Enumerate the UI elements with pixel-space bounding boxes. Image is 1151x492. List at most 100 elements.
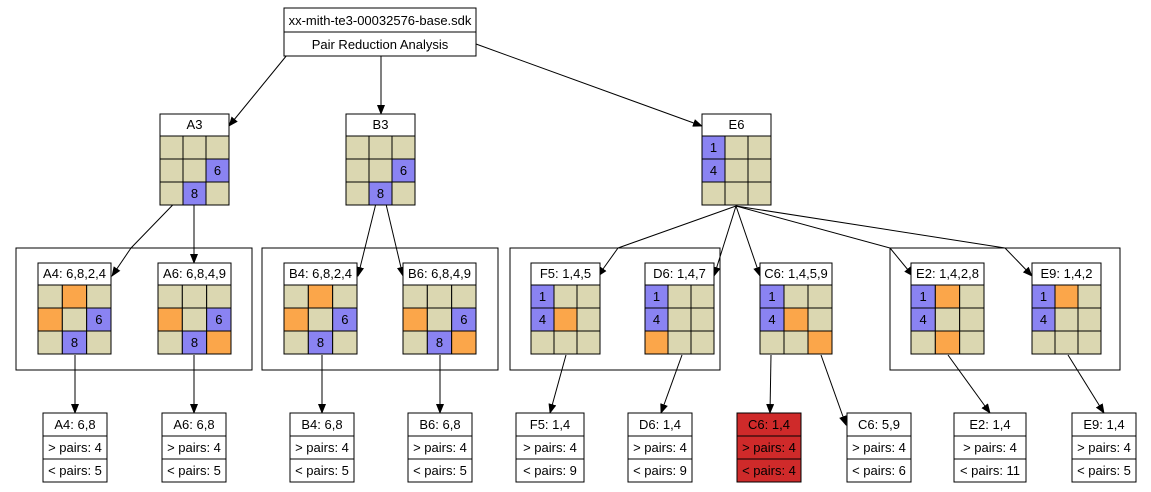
grid-cell — [205, 135, 230, 160]
grid-cell — [181, 307, 208, 332]
result-less-pairs: < pairs: 11 — [960, 463, 1020, 478]
result-node-ra4: A4: 6,8> pairs: 4< pairs: 5 — [42, 412, 108, 483]
result-less-pairs: < pairs: 5 — [167, 463, 221, 478]
edge-line — [660, 354, 683, 414]
grid-cell — [426, 307, 453, 332]
grid-cell — [368, 135, 393, 160]
edge-line — [735, 205, 1006, 249]
result-title: B6: 6,8 — [419, 417, 460, 432]
result-node-rb4: B4: 6,8> pairs: 4< pairs: 5 — [289, 412, 355, 483]
result-row — [736, 458, 802, 483]
result-row — [515, 458, 585, 483]
grid-cell — [959, 307, 985, 332]
cluster-c — [509, 247, 721, 371]
result-title: C6: 1,4 — [748, 417, 790, 432]
result-greater-pairs: > pairs: 4 — [742, 440, 796, 455]
grid-cell — [724, 181, 749, 206]
grid-cell — [332, 330, 358, 355]
grid-cell — [690, 284, 715, 309]
grid-cell — [690, 330, 715, 355]
grid-cell — [747, 181, 772, 206]
result-greater-pairs: > pairs: 4 — [852, 440, 906, 455]
grid-node-e9: E9: 1,4,214 — [1031, 262, 1102, 355]
grid-cell — [724, 158, 749, 183]
grid-cell-digit: 8 — [71, 335, 78, 350]
result-row — [846, 458, 912, 483]
result-row — [1071, 458, 1137, 483]
grid-cell-digit: 1 — [1040, 289, 1047, 304]
grid-cell — [345, 158, 370, 183]
result-node-rb6: B6: 6,8> pairs: 4< pairs: 5 — [407, 412, 473, 483]
result-less-pairs: < pairs: 5 — [48, 463, 102, 478]
grid-cell-digit: 1 — [710, 140, 717, 155]
grid-node-label: E6 — [729, 117, 745, 132]
grid-cell-digit: 6 — [95, 312, 102, 327]
result-greater-pairs: > pairs: 4 — [1077, 440, 1131, 455]
grid-cell — [667, 330, 692, 355]
grid-cell — [307, 284, 334, 309]
grid-cell — [1077, 307, 1102, 332]
grid-cell-digit: 4 — [653, 312, 660, 327]
grid-cell — [206, 284, 232, 309]
edge-line — [820, 354, 847, 426]
grid-cell — [553, 307, 578, 332]
edge-line — [1004, 247, 1033, 277]
grid-node-label: F5: 1,4,5 — [540, 266, 591, 281]
grid-cell — [402, 307, 428, 332]
edge-line — [735, 205, 891, 249]
grid-cell — [182, 135, 207, 160]
grid-cell — [934, 330, 961, 355]
result-greater-pairs: > pairs: 4 — [523, 440, 577, 455]
grid-cell — [159, 135, 184, 160]
grid-node-label: E2: 1,4,2,8 — [916, 266, 979, 281]
grid-cell-digit: 1 — [539, 289, 546, 304]
grid-node-label: A4: 6,8,2,4 — [43, 266, 106, 281]
grid-node-f5: F5: 1,4,5 1 4 — [530, 262, 601, 355]
grid-cell — [576, 330, 601, 355]
grid-cell — [1054, 330, 1079, 355]
result-node-rc6b: C6: 5,9 > pairs: 4 < pairs: 6 — [846, 412, 912, 483]
grid-cell — [283, 330, 309, 355]
result-greater-pairs: > pairs: 4 — [48, 440, 102, 455]
cluster-b — [261, 247, 499, 371]
result-title: B4: 6,8 — [301, 417, 342, 432]
grid-cell — [690, 307, 715, 332]
result-title: D6: 1,4 — [639, 417, 681, 432]
root-subtitle: Pair Reduction Analysis — [312, 37, 449, 52]
grid-cell — [959, 284, 985, 309]
result-less-pairs: < pairs: 6 — [852, 463, 906, 478]
grid-cell — [159, 181, 184, 206]
grid-cell-digit: 6 — [460, 312, 467, 327]
grid-cell — [783, 330, 809, 355]
grid-cell — [345, 181, 370, 206]
grid-cell — [553, 284, 578, 309]
grid-cell — [1031, 330, 1056, 355]
result-greater-pairs: > pairs: 4 — [413, 440, 467, 455]
grid-cell — [783, 284, 809, 309]
grid-cell — [959, 330, 985, 355]
result-title: C6: 5,9 — [858, 417, 900, 432]
grid-node-label: A3 — [187, 117, 203, 132]
grid-cell — [934, 307, 961, 332]
grid-cell — [37, 307, 63, 332]
grid-cell — [86, 284, 112, 309]
grid-cell — [807, 307, 833, 332]
edge-line — [597, 247, 619, 277]
grid-node-c6: C6: 1,4,5,914 — [759, 262, 833, 355]
grid-cell — [807, 330, 833, 355]
grid-cell — [759, 330, 785, 355]
grid-cell — [1054, 284, 1079, 309]
grid-cell — [157, 330, 183, 355]
grid-cell — [553, 330, 578, 355]
grid-cell — [61, 307, 88, 332]
grid-cell-digit: 4 — [539, 312, 546, 327]
grid-cell — [181, 284, 208, 309]
grid-cell-digit: 4 — [1040, 312, 1047, 327]
result-less-pairs: < pairs: 9 — [633, 463, 687, 478]
grid-cell — [37, 330, 63, 355]
grid-cell-digit: 6 — [400, 163, 407, 178]
